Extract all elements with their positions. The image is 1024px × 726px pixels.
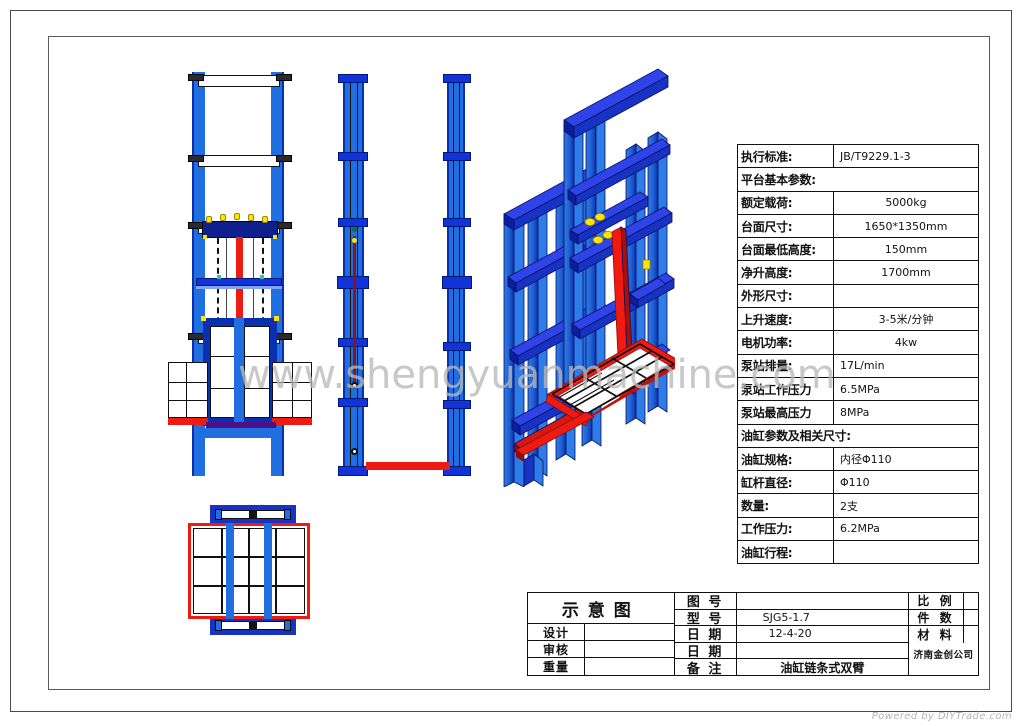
spec-row: 缸杆直径: Φ110 (738, 471, 978, 495)
spec-value: 8MPa (840, 405, 870, 419)
isometric-3d-view (490, 62, 679, 488)
spec-key: 电机功率: (738, 331, 834, 354)
spec-row: 净升高度: 1700mm (738, 261, 978, 285)
powered-by-label: Powered by DIYTrade.com (871, 711, 1012, 722)
title-block-value: 油缸链条式双臂 (780, 661, 865, 676)
title-block-value (964, 610, 978, 626)
title-block-row: 图 号 (674, 593, 908, 610)
spec-value: JB/T9229.1-3 (840, 149, 911, 163)
title-block-row: 材 料 (909, 626, 978, 643)
front-elevation-view (168, 70, 312, 490)
spec-key: 台面最低高度: (738, 238, 834, 261)
spec-row: 上升速度: 3-5米/分钟 (738, 308, 978, 332)
spec-row: 执行标准: JB/T9229.1-3 (738, 145, 978, 169)
spec-value: 4kw (894, 336, 918, 350)
spec-row: 电机功率: 4kw (738, 331, 978, 355)
spec-value: 5000kg (885, 196, 927, 210)
spec-value: 内径Φ110 (840, 453, 892, 466)
title-block-row: 日 期 (674, 642, 908, 660)
spec-key: 上升速度: (738, 308, 834, 331)
spec-value: 150mm (884, 242, 928, 256)
title-block-label: 日 期 (675, 626, 737, 643)
spec-row: 台面最低高度: 150mm (738, 238, 978, 262)
title-block-value (964, 626, 978, 643)
title-block-label: 设计 (528, 624, 585, 640)
title-block-row: 重量 (528, 658, 674, 675)
spec-key: 台面尺寸: (738, 214, 834, 238)
spec-value: 6.2MPa (840, 522, 880, 536)
company-name: 济南金创公司 (913, 649, 974, 661)
spec-value: 6.5MPa (840, 382, 880, 396)
spec-value: Φ110 (840, 475, 870, 489)
title-block-value (585, 641, 674, 657)
side-elevation-view-2 (410, 70, 478, 490)
spec-key: 泵站工作压力 (738, 377, 834, 401)
spec-row: 数量: 2支 (738, 494, 978, 518)
title-block-label: 图 号 (675, 593, 737, 610)
spec-row: 油缸参数及相关尺寸: (738, 425, 978, 448)
title-block-row: 备 注 油缸链条式双臂 (675, 659, 908, 677)
spec-value (834, 285, 978, 307)
spec-row: 外形尺寸: (738, 284, 978, 309)
title-block-row: 比 例 (909, 593, 978, 610)
title-block-value (585, 624, 674, 640)
spec-key: 缸杆直径: (738, 471, 834, 494)
spec-key: 外形尺寸: (738, 284, 834, 308)
spec-key: 数量: (738, 494, 834, 517)
spec-key: 油缸规格: (738, 447, 834, 471)
title-block-label: 日 期 (675, 642, 737, 660)
spec-key: 油缸参数及相关尺寸: (741, 429, 851, 444)
spec-row: 泵站工作压力 6.5MPa (738, 377, 978, 402)
spec-key: 泵站最高压力 (738, 401, 834, 424)
title-block-value (737, 593, 908, 609)
spec-row: 台面尺寸: 1650*1350mm (738, 214, 978, 239)
title-block-value: 12-4-20 (768, 627, 812, 641)
spec-row: 泵站排量: 17L/min (738, 354, 978, 378)
spec-value (834, 541, 978, 563)
title-block-label: 型 号 (675, 609, 737, 627)
spec-row: 泵站最高压力 8MPa (738, 401, 978, 425)
spec-value: 2支 (840, 499, 858, 513)
spec-key: 额定载荷: (738, 191, 834, 214)
spec-key: 执行标准: (738, 145, 834, 168)
spec-row: 平台基本参数: (738, 168, 978, 192)
spec-key: 油缸行程: (738, 541, 834, 564)
title-block-row: 日 期 12-4-20 (674, 626, 908, 643)
title-block-left-column: 示意图 设计审核重量 (528, 593, 675, 675)
isometric-svg (503, 68, 679, 488)
title-block-value: SJG5-1.7 (762, 610, 810, 624)
spec-row: 油缸规格: 内径Φ110 (738, 447, 978, 472)
spec-value: 3-5米/分钟 (878, 313, 934, 327)
spec-value: 1700mm (881, 266, 931, 280)
title-block-right-column: 比 例件 数材 料 济南金创公司 (909, 593, 978, 675)
title-block-value (737, 643, 908, 659)
title-block-row: 型 号 SJG5-1.7 (674, 609, 908, 627)
spec-row: 油缸行程: (738, 541, 978, 564)
title-block-label: 重量 (528, 658, 585, 675)
spec-value: 17L/min (840, 359, 885, 373)
title-block-row: 审核 (528, 641, 674, 658)
spec-value: 1650*1350mm (864, 219, 948, 233)
spec-key: 平台基本参数: (741, 172, 816, 187)
title-block-label: 件 数 (909, 609, 964, 626)
title-block-row: 件 数 (909, 609, 978, 627)
spec-key: 工作压力: (738, 517, 834, 541)
spec-row: 额定载荷: 5000kg (738, 191, 978, 215)
title-block-value (964, 593, 978, 609)
plan-top-view (188, 505, 318, 637)
title-block-label: 审核 (528, 641, 585, 657)
title-block-label: 材 料 (909, 626, 964, 643)
specification-table: 执行标准: JB/T9229.1-3 平台基本参数: 额定载荷: 5000kg 台面尺寸:… (737, 144, 979, 565)
side-elevation-view (336, 70, 412, 490)
title-block-row: 设计 (528, 624, 674, 641)
drawing-name-label: 示意图 (528, 593, 674, 624)
title-block-label: 比 例 (909, 593, 964, 609)
spec-key: 净升高度: (738, 261, 834, 284)
spec-row: 工作压力: 6.2MPa (738, 517, 978, 542)
title-block-label: 备 注 (675, 659, 737, 677)
title-block-value (585, 658, 674, 675)
spec-key: 泵站排量: (738, 354, 834, 377)
